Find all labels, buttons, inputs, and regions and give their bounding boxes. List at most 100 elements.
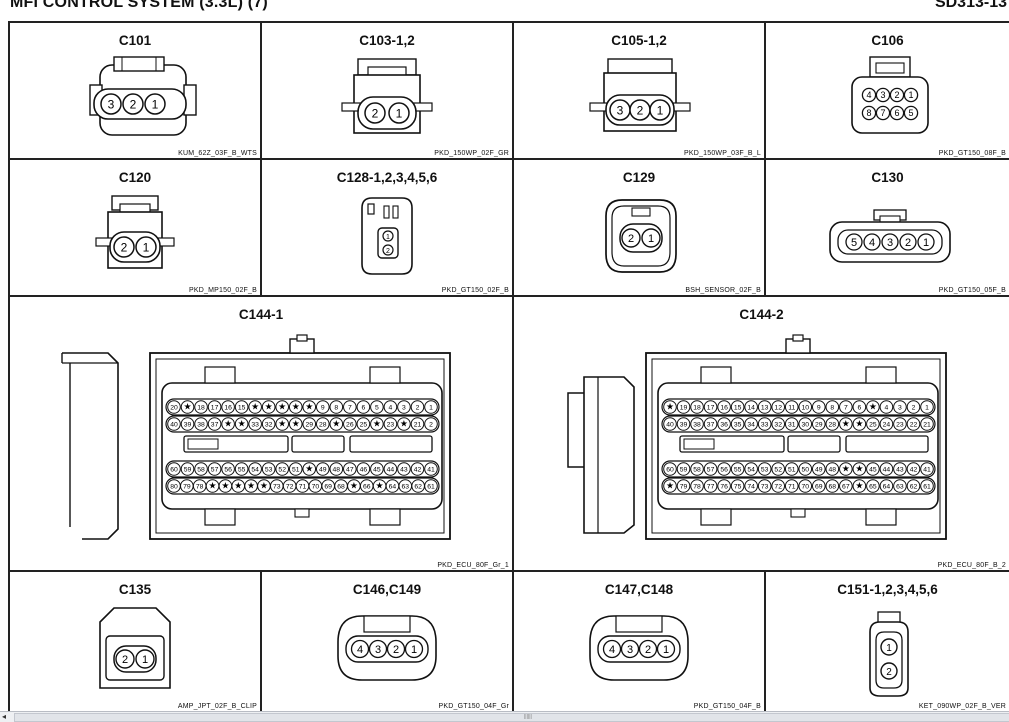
ecu-pin: [663, 417, 677, 431]
ecu-pin-label: 26: [346, 422, 354, 429]
ecu-pin: [221, 462, 235, 476]
ecu-pin-label: 32: [774, 422, 782, 429]
ecu-pin-label: 1: [429, 405, 433, 412]
ecu-pin-label: 78: [693, 484, 701, 491]
ecu-pin-label: ★: [666, 481, 674, 491]
ecu-pin-label: 22: [910, 422, 918, 429]
ecu-pin-label: 29: [305, 422, 313, 429]
ecu-pin-label: ★: [376, 481, 384, 491]
ecu-pin: [825, 400, 840, 414]
pin: 3: [617, 104, 624, 118]
ecu-bracket: [62, 352, 119, 540]
ecu-pin-label: 15: [734, 405, 742, 412]
ecu-pin: [784, 479, 799, 493]
horizontal-scrollbar[interactable]: ◂ ||||||: [0, 711, 1009, 722]
ecu-pin-label: 60: [666, 467, 674, 474]
ecu-pin: [180, 417, 195, 431]
ecu-pin-label: 10: [801, 405, 809, 412]
ecu-pin-label: 47: [346, 467, 354, 474]
pin-label: 1: [663, 644, 669, 656]
ecu-pin-label: ★: [855, 481, 863, 491]
ecu-bracket: [567, 392, 584, 468]
pin-label: 2: [894, 90, 899, 100]
ecu-pin: [757, 462, 772, 476]
cell-c128[interactable]: C128-1,2,3,4,5,6 1 2 PKD_GT150_02F_B: [262, 160, 514, 297]
ecu-pin: [690, 462, 704, 476]
pin-circle: [889, 105, 905, 121]
ecu-pin: [771, 462, 786, 476]
cell-c135[interactable]: C135 2 1 AMP_JPT_02F_B_CLIP: [10, 572, 262, 713]
ecu-pin-label: 33: [761, 422, 769, 429]
ecu-pin-label: 4: [885, 405, 889, 412]
ecu-pin: [315, 400, 330, 414]
ecu-pin-label: ★: [855, 419, 863, 429]
ecu-pin: [288, 462, 303, 476]
ecu-pin-label: 44: [883, 467, 891, 474]
ecu-pin-label: 78: [196, 484, 204, 491]
pin-label: 1: [908, 90, 913, 100]
ecu-pin: [730, 417, 745, 431]
ecu-pin-label: 31: [788, 422, 796, 429]
ecu-pin: [207, 400, 222, 414]
ecu-pin: [315, 462, 330, 476]
ecu-pin: [180, 400, 195, 414]
ecu-pin: [866, 400, 880, 414]
ecu-pin-label: 8: [334, 405, 338, 412]
ecu-pin: [410, 417, 425, 431]
ecu-pin-label: 49: [815, 467, 823, 474]
ecu-pin-label: ★: [350, 481, 358, 491]
ecu-pin-label: 37: [211, 422, 219, 429]
connector-id: C146,C149: [352, 582, 422, 597]
pin: 2: [372, 107, 379, 121]
ecu-pin: [811, 479, 826, 493]
cell-c101[interactable]: C101 3 2 1 KUM_62Z_03F_B_WTS: [10, 23, 262, 160]
ecu-pin-label: 23: [387, 422, 395, 429]
pin-label: 6: [894, 108, 899, 118]
scroll-left-arrow-icon[interactable]: ◂: [2, 712, 7, 721]
ecu-pin-label: 16: [720, 405, 728, 412]
ecu-pin: [811, 462, 826, 476]
ecu-pin-label: 48: [829, 467, 837, 474]
connector-id: C130: [871, 170, 904, 185]
part-number: PKD_GT150_04F_B: [693, 703, 761, 710]
ecu-pin: [194, 417, 208, 431]
pin-circle: [861, 87, 877, 103]
ecu-pin-label: ★: [292, 419, 300, 429]
ecu-pin: [207, 417, 222, 431]
cell-c151[interactable]: C151-1,2,3,4,5,6 1 2 KET_090WP_02F_B_VER: [766, 572, 1009, 713]
ecu-pin: [825, 462, 840, 476]
ecu-pin: [839, 400, 853, 414]
ecu-pin-label: ★: [260, 481, 268, 491]
ecu-pin-label: 69: [815, 484, 823, 491]
ecu-pin-label: 25: [360, 422, 368, 429]
ecu-pin: [825, 417, 840, 431]
ecu-pin-label: 7: [844, 405, 848, 412]
ecu-pin: [893, 479, 907, 493]
ecu-pin: [370, 462, 384, 476]
cell-c105[interactable]: C105-1,2 3 2 1 PKD_150WP_03F_B_L: [514, 23, 766, 160]
cell-c103[interactable]: C103-1,2 2 1 PKD_150WP_02F_GR: [262, 23, 514, 160]
connector-id: C103-1,2: [359, 33, 415, 48]
ecu-pin: [329, 400, 344, 414]
ecu-pin-label: 71: [299, 484, 307, 491]
ecu-pin-label: 79: [183, 484, 191, 491]
part-number: PKD_MP150_02F_B: [189, 287, 257, 294]
cell-c120[interactable]: C120 2 1 PKD_MP150_02F_B: [10, 160, 262, 297]
pin: 1: [648, 233, 654, 245]
pin-circle: [602, 639, 622, 659]
ecu-pin: [167, 462, 181, 476]
pin: 2: [386, 248, 390, 255]
cell-c129[interactable]: C129 2 1 BSH_SENSOR_02F_B: [514, 160, 766, 297]
page-header: MFI CONTROL SYSTEM (3.3L) (7) SD313-13: [0, 0, 1009, 20]
ecu-pin: [811, 417, 826, 431]
pin-label: 5: [908, 108, 913, 118]
ecu-pin-label: 45: [373, 467, 381, 474]
